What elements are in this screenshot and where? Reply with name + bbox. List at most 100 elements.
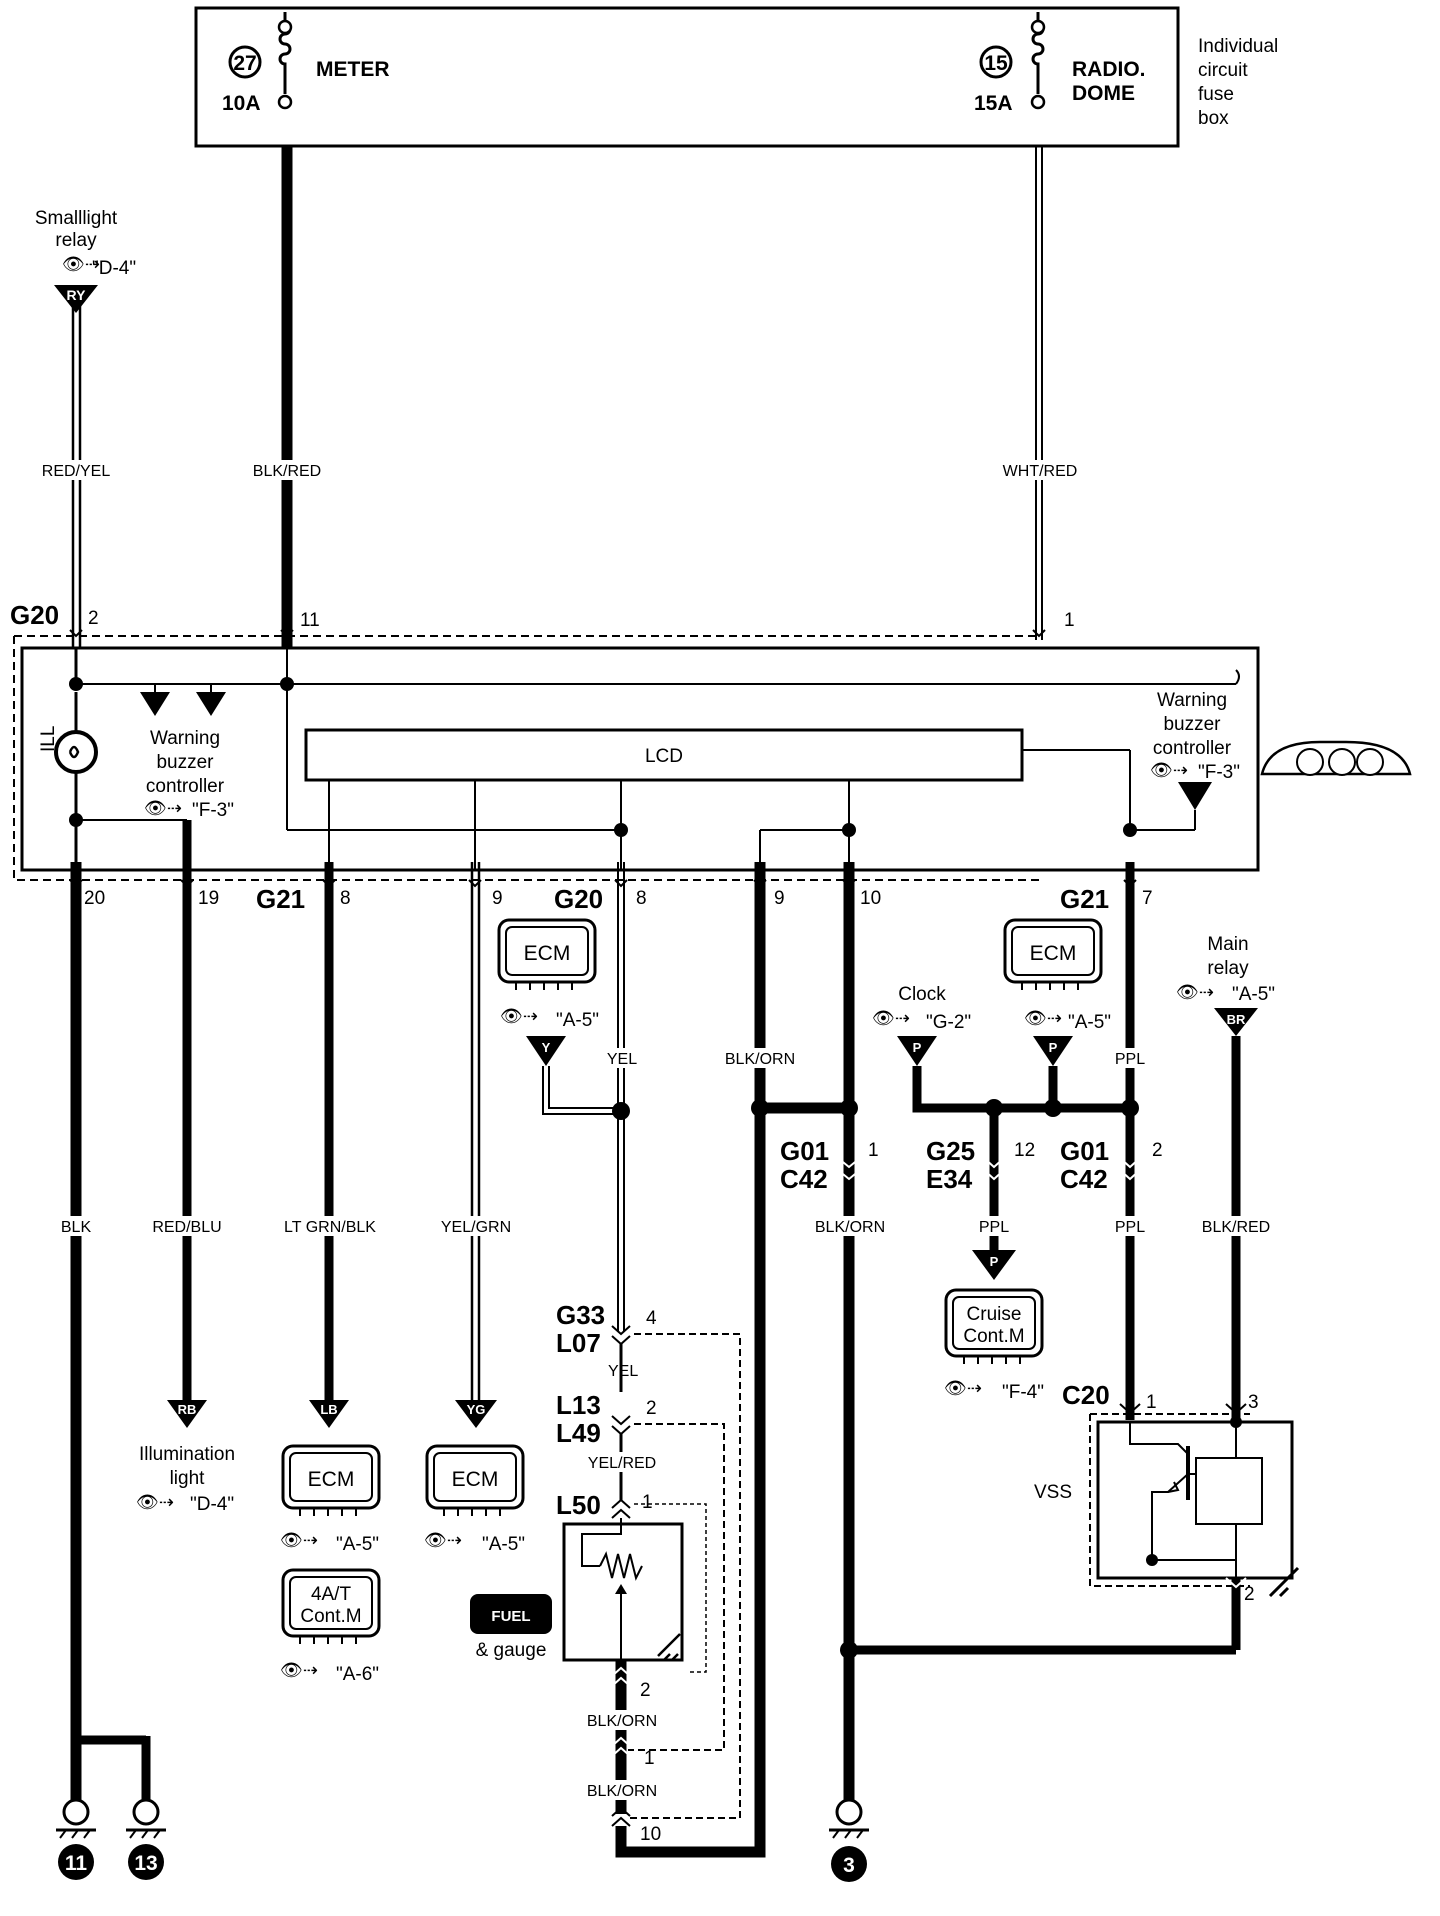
fuel-pump-gauge-icon: FUEL & gauge — [470, 1594, 552, 1661]
meter-connector-outline — [13, 635, 1040, 881]
illumination-lamp: ILL — [38, 692, 187, 862]
wire-label-blk-orn-3: BLK/ORN — [725, 1051, 795, 1068]
connector-g33: G33 — [556, 1300, 605, 1330]
svg-text:1: 1 — [1064, 610, 1075, 631]
vss-label: VSS — [1034, 1482, 1072, 1503]
svg-text:ECM: ECM — [524, 942, 571, 965]
wire-label-blk-orn-4: BLK/ORN — [815, 1219, 885, 1236]
wire-label-ppl-1: PPL — [1115, 1051, 1145, 1068]
svg-text:Smalllight: Smalllight — [35, 208, 118, 229]
reference-eye-icon: 👁⇢ — [1176, 982, 1214, 1002]
fuse-radio-name-2: DOME — [1072, 82, 1135, 105]
illumination-light-label: Illumination — [139, 1444, 235, 1465]
wire-label-red-yel: RED/YEL — [42, 463, 111, 480]
svg-text:ECM: ECM — [1030, 942, 1077, 965]
reference-eye-icon: 👁⇢ — [136, 1492, 174, 1512]
svg-text:"G-2": "G-2" — [926, 1012, 971, 1033]
warning-buzzer-arrow-3 — [1178, 782, 1212, 810]
lb-arrow — [309, 1400, 349, 1428]
warning-buzzer-left-1: Warning — [150, 728, 220, 749]
gauge-label: & gauge — [476, 1640, 547, 1661]
svg-text:9: 9 — [774, 888, 785, 909]
connector-g21-left: G21 — [256, 884, 305, 914]
wire-wht-red-radio — [1035, 146, 1043, 640]
clock-p-arrow — [897, 1036, 937, 1066]
svg-text:light: light — [170, 1468, 206, 1489]
fuse-meter-amps: 10A — [222, 92, 261, 115]
svg-text:Cont.M: Cont.M — [963, 1326, 1024, 1347]
svg-text:ECM: ECM — [308, 1468, 355, 1491]
svg-text:buzzer: buzzer — [1163, 714, 1221, 735]
svg-text:box: box — [1198, 108, 1229, 129]
wire-label-yel-red: YEL/RED — [588, 1455, 656, 1472]
connector-c20: C20 — [1062, 1380, 1110, 1410]
connector-e34: E34 — [926, 1164, 973, 1194]
svg-text:"A-5": "A-5" — [482, 1534, 525, 1555]
ground-13: 13 — [126, 1798, 166, 1880]
svg-text:"F-3": "F-3" — [1198, 762, 1240, 783]
svg-text:9: 9 — [492, 888, 503, 909]
svg-text:2: 2 — [88, 608, 99, 629]
svg-text:Cruise: Cruise — [967, 1304, 1022, 1325]
fuse-radio-number: 15 — [984, 52, 1008, 75]
svg-text:8: 8 — [636, 888, 647, 909]
svg-text:19: 19 — [198, 888, 219, 909]
cruise-p-arrow — [972, 1250, 1016, 1280]
wire-blk-orn-return — [615, 862, 766, 1858]
ecm-box-3: ECM 👁⇢ "A-5" — [280, 1444, 381, 1555]
ground-symbol-sender — [657, 1633, 681, 1661]
reference-eye-icon: 👁⇢ — [500, 1006, 538, 1026]
svg-text:2: 2 — [1152, 1140, 1163, 1161]
svg-text:"A-5": "A-5" — [1068, 1012, 1111, 1033]
svg-text:3: 3 — [843, 1854, 855, 1877]
ground-11: 11 — [56, 1798, 96, 1880]
reference-eye-icon: 👁⇢ — [144, 798, 182, 818]
connector-g25: G25 — [926, 1136, 975, 1166]
smalllight-relay: Smalllight relay 👁⇢ "D-4" RY — [35, 208, 136, 313]
svg-text:8: 8 — [340, 888, 351, 909]
wire-label-blk-red-2: BLK/RED — [1202, 1219, 1270, 1236]
lcd-label: LCD — [645, 746, 683, 767]
reference-eye-icon: 👁⇢ — [280, 1530, 318, 1550]
reference-eye-icon: 👁⇢ — [1150, 760, 1188, 780]
connector-l13: L13 — [556, 1390, 601, 1420]
clock-label: Clock — [898, 984, 946, 1005]
wire-label-blk: BLK — [61, 1219, 92, 1236]
ground-symbol-vss — [1268, 1566, 1300, 1598]
connector-g01-left: G01 — [780, 1136, 829, 1166]
shield-dashed-inner — [634, 1503, 707, 1673]
wire-label-blk-red: BLK/RED — [253, 463, 321, 480]
svg-text:Individual: Individual — [1198, 36, 1278, 57]
main-relay-br-arrow — [1214, 1008, 1258, 1036]
fuse-meter-name: METER — [316, 58, 390, 81]
svg-text:13: 13 — [134, 1852, 157, 1875]
wire-label-blk-orn-2: BLK/ORN — [587, 1783, 657, 1800]
svg-text:"D-4": "D-4" — [92, 258, 136, 279]
svg-text:"D-4": "D-4" — [190, 1494, 234, 1515]
svg-text:P: P — [990, 1254, 999, 1269]
svg-text:YG: YG — [467, 1402, 486, 1417]
svg-text:ECM: ECM — [452, 1468, 499, 1491]
svg-text:P: P — [913, 1040, 922, 1055]
svg-text:2: 2 — [640, 1680, 651, 1701]
rb-arrow — [167, 1400, 207, 1428]
svg-text:controller: controller — [146, 776, 225, 797]
connector-l07: L07 — [556, 1328, 601, 1358]
svg-text:circuit: circuit — [1198, 60, 1248, 81]
svg-text:controller: controller — [1153, 738, 1232, 759]
svg-text:BR: BR — [1227, 1012, 1246, 1027]
svg-text:FUEL: FUEL — [491, 1608, 530, 1625]
svg-text:Y: Y — [542, 1040, 551, 1055]
svg-text:2: 2 — [646, 1398, 657, 1419]
svg-text:"F-3": "F-3" — [192, 800, 234, 821]
svg-text:LB: LB — [320, 1402, 337, 1417]
reference-eye-icon: 👁⇢ — [424, 1530, 462, 1550]
svg-text:2: 2 — [1244, 1584, 1255, 1605]
shield-dashed-outer — [628, 1333, 741, 1819]
svg-text:20: 20 — [84, 888, 105, 909]
fuse-box — [194, 6, 1180, 148]
connector-c42-right: C42 — [1060, 1164, 1108, 1194]
connector-g21-right: G21 — [1060, 884, 1109, 914]
svg-text:1: 1 — [1146, 1392, 1157, 1413]
fuse-meter-number: 27 — [233, 52, 256, 75]
